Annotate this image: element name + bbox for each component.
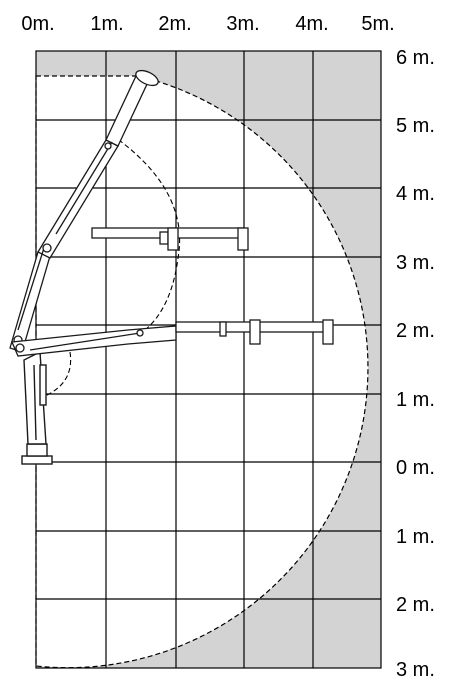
crane-boom-mid (91, 227, 249, 251)
top-label-2: 2m. (158, 13, 191, 35)
right-label-1: 5 m. (396, 115, 435, 137)
crane-boom-lowered (11, 319, 334, 357)
top-label-4: 4m. (295, 13, 328, 35)
right-label-5: 1 m. (396, 389, 435, 411)
right-label-7: 1 m. (396, 526, 435, 548)
reach-envelope (35, 75, 369, 669)
right-label-8: 2 m. (396, 594, 435, 616)
right-label-0: 6 m. (396, 47, 435, 69)
grid-lines-dashed (36, 78, 335, 660)
inner-swing-arc (111, 134, 181, 341)
top-label-5: 5m. (361, 13, 394, 35)
top-label-1: 1m. (90, 13, 123, 35)
right-label-6: 0 m. (396, 457, 435, 479)
right-label-9: 3 m. (396, 659, 435, 679)
top-label-0: 0m. (21, 13, 54, 35)
right-label-3: 3 m. (396, 252, 435, 274)
crane-base (21, 350, 53, 465)
top-axis-labels: 0m. 1m. 2m. 3m. 4m. 5m. (21, 13, 394, 35)
right-label-4: 2 m. (396, 320, 435, 342)
right-label-2: 4 m. (396, 183, 435, 205)
top-label-3: 3m. (226, 13, 259, 35)
right-axis-labels: 6 m. 5 m. 4 m. 3 m. 2 m. 1 m. 0 m. 1 m. … (396, 47, 435, 679)
